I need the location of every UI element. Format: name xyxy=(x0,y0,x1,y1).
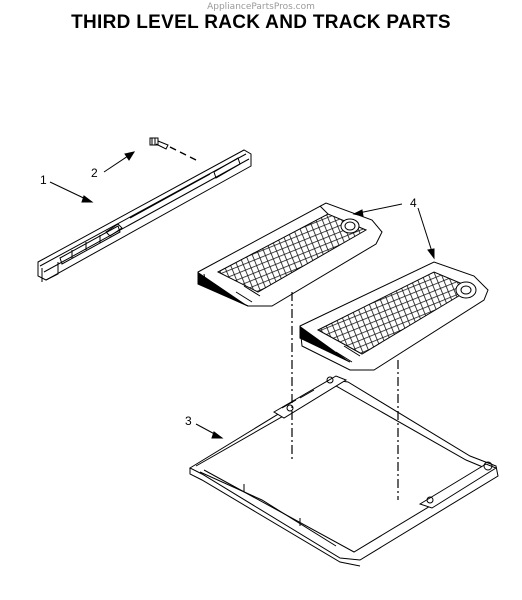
page-title: THIRD LEVEL RACK AND TRACK PARTS xyxy=(71,12,451,33)
rack-frame-part xyxy=(188,375,499,567)
watermark: AppliancePartsPros.com xyxy=(207,2,315,12)
leader-arrows xyxy=(49,151,435,439)
cutlery-tray-upper xyxy=(197,202,383,307)
callout-1: 1 xyxy=(40,173,47,187)
screw-part xyxy=(149,137,197,161)
cutlery-tray-lower xyxy=(299,261,489,371)
callout-3: 3 xyxy=(185,414,192,428)
callout-2: 2 xyxy=(91,166,98,180)
track-rail-part xyxy=(37,149,252,282)
callout-4: 4 xyxy=(410,196,417,210)
alignment-lines xyxy=(291,292,399,500)
